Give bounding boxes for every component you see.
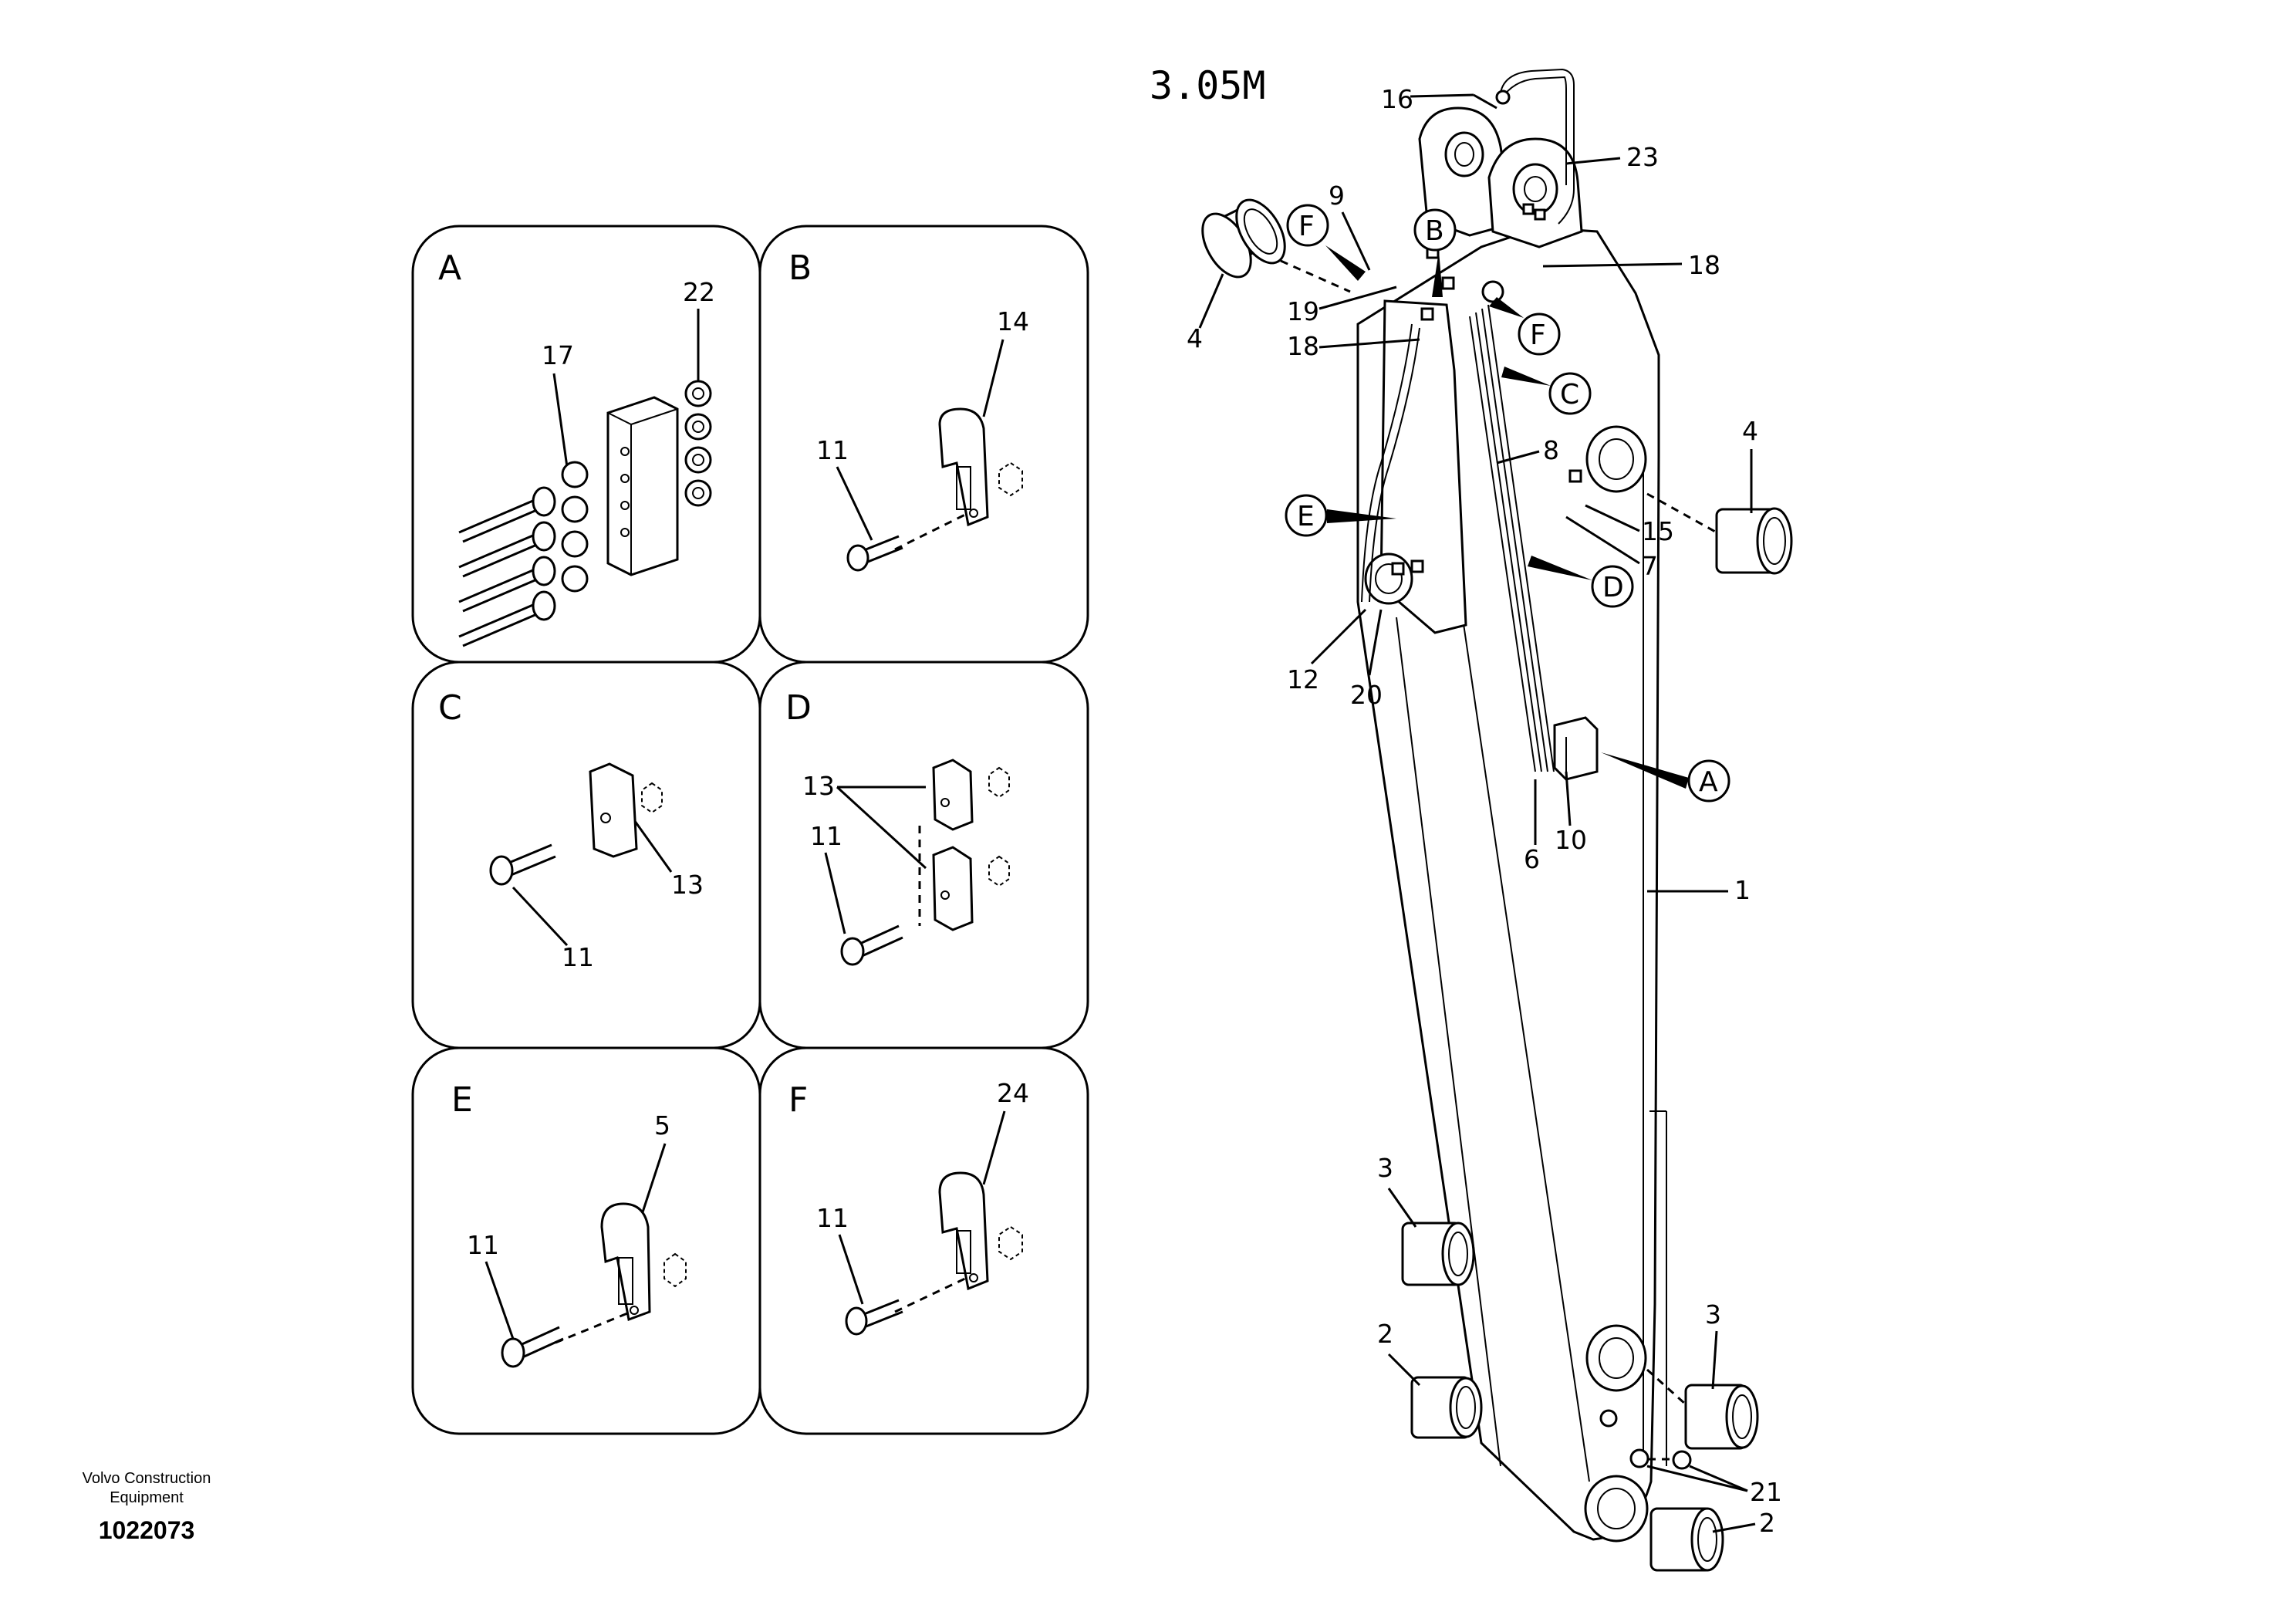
label-18-left: 18	[1287, 331, 1319, 361]
detail-panel-c: C 13 11	[411, 661, 761, 1049]
callout-c[interactable]: C	[1501, 367, 1592, 415]
panel-f-letter: F	[788, 1080, 808, 1120]
panel-d-letter: D	[785, 688, 812, 728]
svg-text:B: B	[1425, 215, 1444, 247]
label-23: 23	[1626, 142, 1659, 172]
callout-e[interactable]: E	[1285, 494, 1396, 537]
label-19: 19	[1287, 296, 1319, 326]
bushing-2-right	[1649, 1507, 1724, 1572]
connector-block-10	[1553, 716, 1599, 781]
detail-panel-b: B 14 11	[758, 225, 1089, 664]
label-3-right: 3	[1705, 1299, 1721, 1330]
callout-a[interactable]: A	[1601, 752, 1730, 803]
svg-text:D: D	[1602, 572, 1624, 603]
svg-text:C: C	[1560, 379, 1579, 411]
label-6: 6	[1524, 844, 1540, 874]
panel-e-label-5: 5	[654, 1110, 670, 1140]
pivot-boss-bottom	[1584, 1475, 1649, 1543]
panel-e-label-11: 11	[467, 1230, 499, 1260]
panel-b-letter: B	[788, 248, 812, 288]
panel-b-label-14: 14	[997, 306, 1029, 336]
callout-f-right[interactable]: F	[1489, 297, 1561, 356]
panel-f-label-11: 11	[816, 1203, 849, 1233]
label-10: 10	[1555, 825, 1587, 855]
panel-e-letter: E	[451, 1080, 473, 1120]
panel-a-label-22: 22	[683, 277, 715, 307]
bushing-2-left	[1410, 1376, 1483, 1439]
panel-b-label-11: 11	[816, 435, 849, 465]
callout-f-top[interactable]: F	[1286, 204, 1366, 281]
label-21: 21	[1750, 1477, 1782, 1507]
panel-a-label-17: 17	[542, 340, 574, 370]
clamp-13-c	[589, 762, 638, 858]
panel-f-label-24: 24	[997, 1078, 1029, 1108]
label-4-left: 4	[1187, 323, 1203, 353]
label-2-left: 2	[1377, 1319, 1393, 1349]
panel-c-label-13: 13	[671, 870, 704, 900]
label-1: 1	[1734, 875, 1751, 905]
panel-c-letter: C	[438, 688, 462, 728]
detail-panel-a: A 22 17	[411, 225, 761, 664]
svg-text:F: F	[1298, 211, 1315, 242]
panel-d-label-13: 13	[802, 771, 835, 801]
callout-b[interactable]: B	[1413, 208, 1457, 297]
svg-text:F: F	[1530, 319, 1546, 351]
label-8: 8	[1543, 435, 1559, 465]
clamp-13-d-bottom	[932, 846, 974, 931]
hose-8	[1469, 316, 1536, 772]
panel-a-letter: A	[438, 248, 461, 288]
brand-line-2: Equipment	[110, 1489, 184, 1506]
panel-d-label-11: 11	[810, 821, 842, 851]
svg-text:A: A	[1699, 766, 1718, 798]
callout-d[interactable]: D	[1528, 556, 1634, 608]
bushing-4-right	[1646, 492, 1793, 575]
detail-panel-e: E 5 11	[411, 1046, 761, 1435]
detail-panel-d: D 13 11	[758, 661, 1089, 1049]
label-20: 20	[1350, 680, 1383, 710]
hose-23	[1500, 68, 1575, 225]
clamp-13-d-top	[932, 759, 974, 831]
panel-c-label-11: 11	[562, 942, 594, 972]
mounting-block	[606, 396, 679, 576]
label-12: 12	[1287, 664, 1319, 694]
arm-assembly	[1356, 68, 1692, 1543]
bushing-4-left	[1201, 198, 1351, 293]
hose-left	[1361, 323, 1413, 603]
drawing-title: 3.05M	[1150, 63, 1266, 108]
label-2-right: 2	[1759, 1508, 1775, 1538]
label-3-left: 3	[1377, 1153, 1393, 1183]
label-18-right: 18	[1688, 250, 1720, 280]
long-bolts	[458, 486, 556, 647]
pivot-boss-upper	[1585, 425, 1647, 493]
brand-line-1: Volvo Construction	[82, 1470, 211, 1487]
label-7: 7	[1642, 551, 1658, 581]
bushing-3-left	[1401, 1222, 1475, 1286]
label-16: 16	[1381, 84, 1413, 114]
bushing-3-right	[1646, 1368, 1759, 1450]
drawing-number: 1022073	[98, 1516, 195, 1544]
clamp-5	[600, 1202, 651, 1322]
label-4-right: 4	[1742, 416, 1758, 446]
svg-text:E: E	[1297, 501, 1315, 532]
pivot-boss-lower	[1585, 1324, 1647, 1392]
detail-panel-f: F 24 11	[758, 1046, 1089, 1435]
nuts-22	[684, 380, 712, 507]
label-9: 9	[1329, 181, 1345, 211]
washers-17	[561, 461, 589, 593]
label-15: 15	[1642, 516, 1674, 546]
